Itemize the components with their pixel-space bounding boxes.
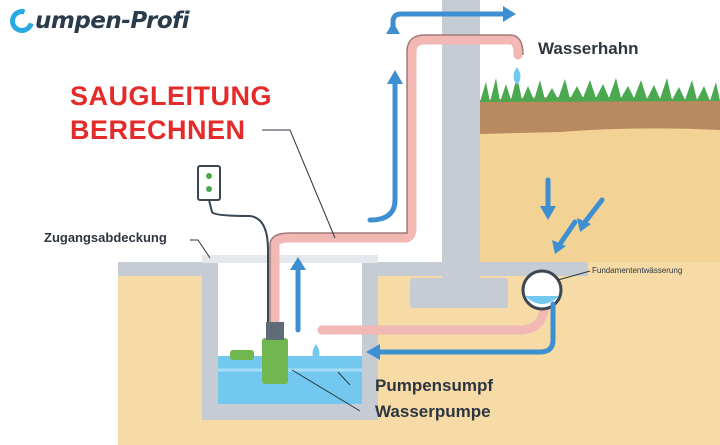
label-faucet: Wasserhahn bbox=[538, 39, 639, 58]
logo-text: umpen-Profi bbox=[35, 8, 190, 34]
soil-slope bbox=[480, 100, 720, 262]
label-access-cover: Zugangsabdeckung bbox=[44, 230, 167, 245]
label-pump: Wasserpumpe bbox=[375, 402, 491, 421]
leader-lines bbox=[190, 129, 591, 412]
discharge-pipe-outline bbox=[269, 34, 524, 340]
label-foundation-drain: Fundamententwässerung bbox=[592, 266, 683, 275]
pump-motor bbox=[262, 338, 288, 384]
water-drop-icon bbox=[513, 67, 521, 85]
headline-line2: BERECHNEN bbox=[70, 115, 246, 145]
power-cable bbox=[208, 199, 269, 330]
house-wall bbox=[442, 0, 480, 280]
grass bbox=[480, 76, 720, 102]
discharge-pipe bbox=[270, 35, 523, 345]
pump-top bbox=[266, 322, 284, 340]
sump-pit bbox=[202, 262, 378, 420]
water-drop-icon bbox=[312, 344, 320, 362]
flow-arrows bbox=[295, 11, 605, 355]
access-cover bbox=[202, 255, 378, 263]
arrow-heads bbox=[290, 6, 591, 360]
brand-logo: umpen-Profi bbox=[5, 4, 190, 38]
sump-water bbox=[218, 356, 362, 404]
pump-p-logo-icon bbox=[5, 4, 39, 38]
float-switch bbox=[230, 350, 254, 360]
headline-line1: SAUGLEITUNG bbox=[70, 81, 273, 111]
wall-footing bbox=[410, 278, 508, 308]
topsoil-layer bbox=[480, 96, 720, 134]
label-sump: Pumpensumpf bbox=[375, 376, 494, 395]
power-outlet bbox=[197, 165, 221, 201]
